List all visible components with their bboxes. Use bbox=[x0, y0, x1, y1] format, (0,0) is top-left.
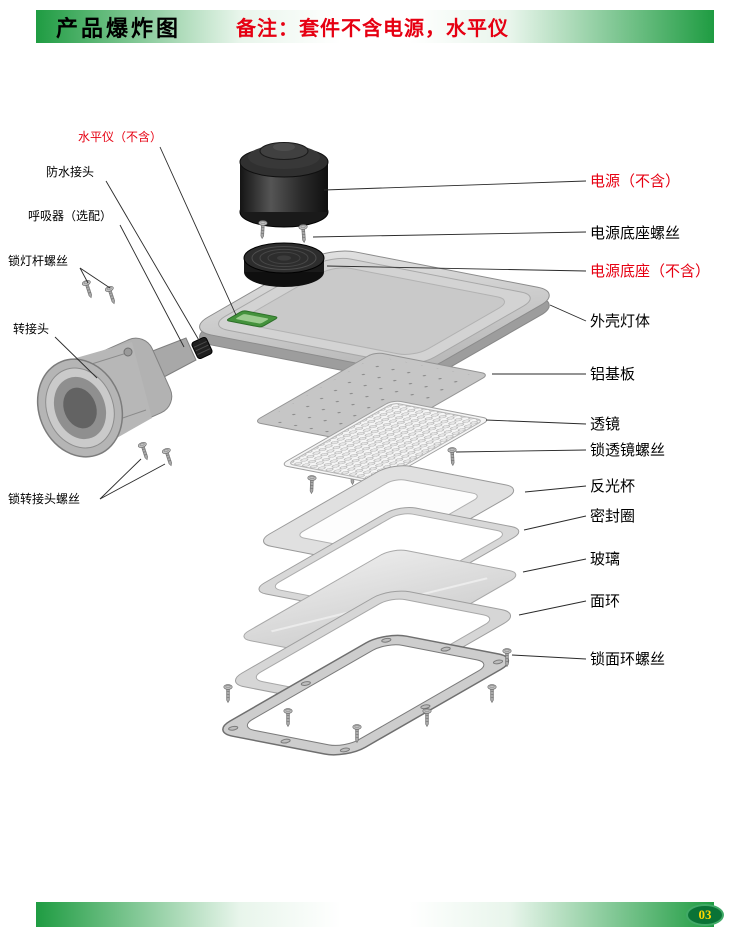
lens-illustration bbox=[280, 400, 491, 484]
leader-breather bbox=[119, 224, 185, 348]
leader-seal-ring bbox=[523, 515, 587, 531]
leader-adapter-lock-screws-b bbox=[99, 463, 166, 500]
page-number-badge: 03 bbox=[686, 904, 724, 926]
footer-bar bbox=[36, 902, 714, 927]
leader-reflector-cup bbox=[524, 485, 587, 493]
leader-pole-lock-screws-a bbox=[79, 267, 89, 284]
label-reflector-cup: 反光杯 bbox=[590, 479, 636, 495]
label-face-ring-lock-screws: 锁面环螺丝 bbox=[590, 652, 666, 668]
leader-face-ring bbox=[518, 600, 587, 616]
leader-lines bbox=[54, 146, 587, 660]
label-adapter-lock-screws: 锁转接头螺丝 bbox=[8, 492, 81, 506]
leader-adapter-lock-screws-a bbox=[99, 458, 142, 500]
label-power-base-screws: 电源底座螺丝 bbox=[590, 226, 681, 242]
power-supply-illustration bbox=[239, 142, 329, 228]
leader-adapter bbox=[54, 336, 98, 379]
leader-power-supply bbox=[323, 180, 587, 191]
pole-lock-screws-illustration bbox=[81, 279, 119, 306]
adapter-lock-screws-illustration bbox=[137, 441, 176, 468]
label-level-gauge: 水平仪（不含） bbox=[78, 130, 163, 144]
waterproof-connector-illustration bbox=[191, 336, 213, 360]
housing-illustration bbox=[179, 247, 564, 385]
aluminum-board-illustration bbox=[253, 352, 489, 444]
label-waterproof-connector: 防水接头 bbox=[46, 165, 95, 179]
leader-housing bbox=[549, 304, 587, 322]
level-gauge-mount bbox=[226, 310, 279, 327]
adapter-illustration bbox=[36, 337, 197, 458]
label-lens: 透镜 bbox=[590, 417, 621, 433]
header-bar: 产品爆炸图 备注：套件不含电源，水平仪 bbox=[36, 10, 714, 43]
page-title: 产品爆炸图 bbox=[56, 15, 182, 41]
label-housing: 外壳灯体 bbox=[590, 314, 651, 330]
leader-power-base bbox=[326, 265, 587, 272]
label-power-base: 电源底座（不含） bbox=[590, 264, 711, 280]
label-breather: 呼吸器（选配） bbox=[28, 209, 113, 223]
label-glass: 玻璃 bbox=[590, 552, 621, 568]
power-base-illustration bbox=[243, 242, 325, 287]
leader-lens bbox=[485, 419, 587, 425]
leader-lens-lock-screws bbox=[455, 449, 587, 453]
bottom-frame-illustration bbox=[211, 632, 520, 758]
label-aluminum-board: 铝基板 bbox=[590, 367, 636, 383]
leader-waterproof-connector bbox=[105, 180, 201, 343]
label-face-ring: 面环 bbox=[590, 594, 621, 610]
leader-glass bbox=[522, 558, 587, 573]
label-adapter: 转接头 bbox=[13, 322, 50, 336]
label-seal-ring: 密封圈 bbox=[590, 509, 636, 525]
label-lens-lock-screws: 锁透镜螺丝 bbox=[590, 443, 666, 459]
label-power-supply: 电源（不含） bbox=[590, 174, 681, 190]
label-pole-lock-screws: 锁灯杆螺丝 bbox=[8, 254, 69, 268]
header-note: 备注：套件不含电源，水平仪 bbox=[236, 18, 510, 40]
leader-level-gauge bbox=[159, 146, 237, 316]
leader-power-base-screws bbox=[312, 231, 587, 238]
leader-pole-lock-screws-b bbox=[79, 267, 111, 289]
leader-face-ring-lock-screws bbox=[511, 654, 587, 660]
